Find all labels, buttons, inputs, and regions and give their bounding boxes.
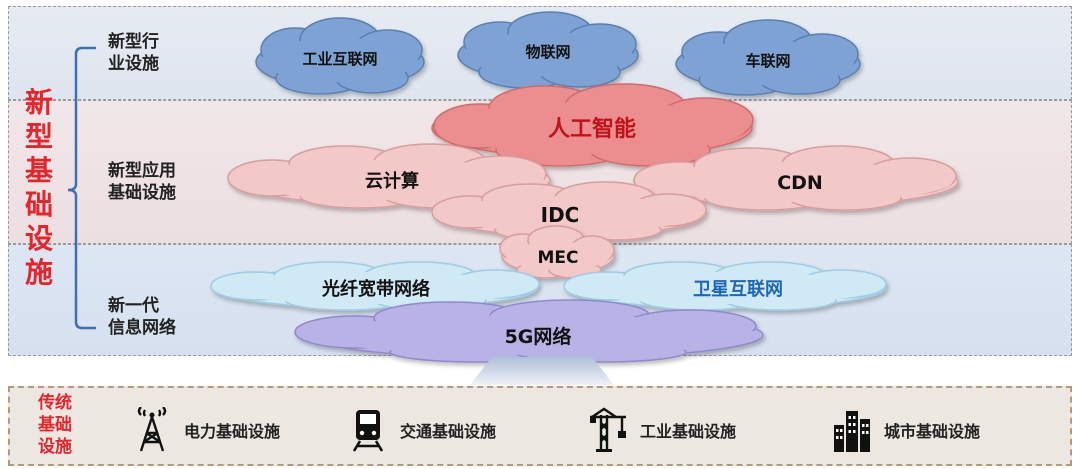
traditional-infrastructure-panel: [8, 386, 1072, 466]
label-ai: 人工智能: [548, 116, 636, 142]
cloud-fiber: [210, 261, 540, 311]
label-idc: IDC: [541, 203, 580, 227]
label-satellite: 卫星互联网: [693, 279, 783, 300]
traditional-title: 传统 基础 设施: [38, 393, 72, 457]
cloud-5g: [294, 299, 764, 363]
cloud-iot: [457, 11, 639, 89]
cloud-ai: [431, 83, 754, 167]
cloud-mec: [499, 225, 615, 279]
label-fiber: 光纤宽带网络: [321, 278, 430, 300]
diagram-title: 新型基础设施: [24, 86, 53, 289]
cloud-industrial-internet: [255, 17, 425, 95]
row-label-network: 新一代信息网络: [108, 296, 176, 338]
traditional-label-industry: 工业基础设施: [640, 422, 737, 441]
row-label-industry: 新型行业设施: [108, 32, 159, 74]
traditional-item-power: 电力基础设施: [132, 404, 280, 456]
cloud-idc: [431, 181, 707, 241]
cloud-cdn: [633, 145, 959, 211]
label-industrial-internet: 工业互联网: [302, 50, 377, 68]
traditional-label-city: 城市基础设施: [884, 422, 981, 441]
power-tower-icon: [137, 407, 167, 452]
label-iot: 物联网: [525, 43, 570, 61]
label-iov: 车联网: [745, 52, 790, 70]
label-cloud-computing: 云计算: [365, 170, 419, 192]
city-buildings-icon: [834, 411, 870, 452]
label-mec: MEC: [537, 248, 578, 268]
train-icon: [352, 410, 384, 452]
cloud-satellite: [563, 261, 887, 311]
cloud-cloud-computing: [227, 143, 551, 209]
label-5g: 5G网络: [505, 325, 572, 348]
support-arrow: [470, 357, 614, 385]
grouping-brace: [67, 46, 96, 330]
cloud-iov: [675, 19, 861, 96]
traditional-item-city: 城市基础设施: [832, 404, 980, 456]
label-cdn: CDN: [777, 172, 823, 194]
traditional-item-transport: 交通基础设施: [348, 404, 496, 456]
row-label-application: 新型应用基础设施: [108, 161, 176, 203]
traditional-label-transport: 交通基础设施: [400, 422, 497, 441]
traditional-item-industry: 工业基础设施: [588, 404, 736, 456]
traditional-label-power: 电力基础设施: [184, 422, 281, 441]
cloud-diagram: 工业互联网 物联网 车联网: [210, 11, 959, 363]
crane-icon: [590, 407, 626, 452]
